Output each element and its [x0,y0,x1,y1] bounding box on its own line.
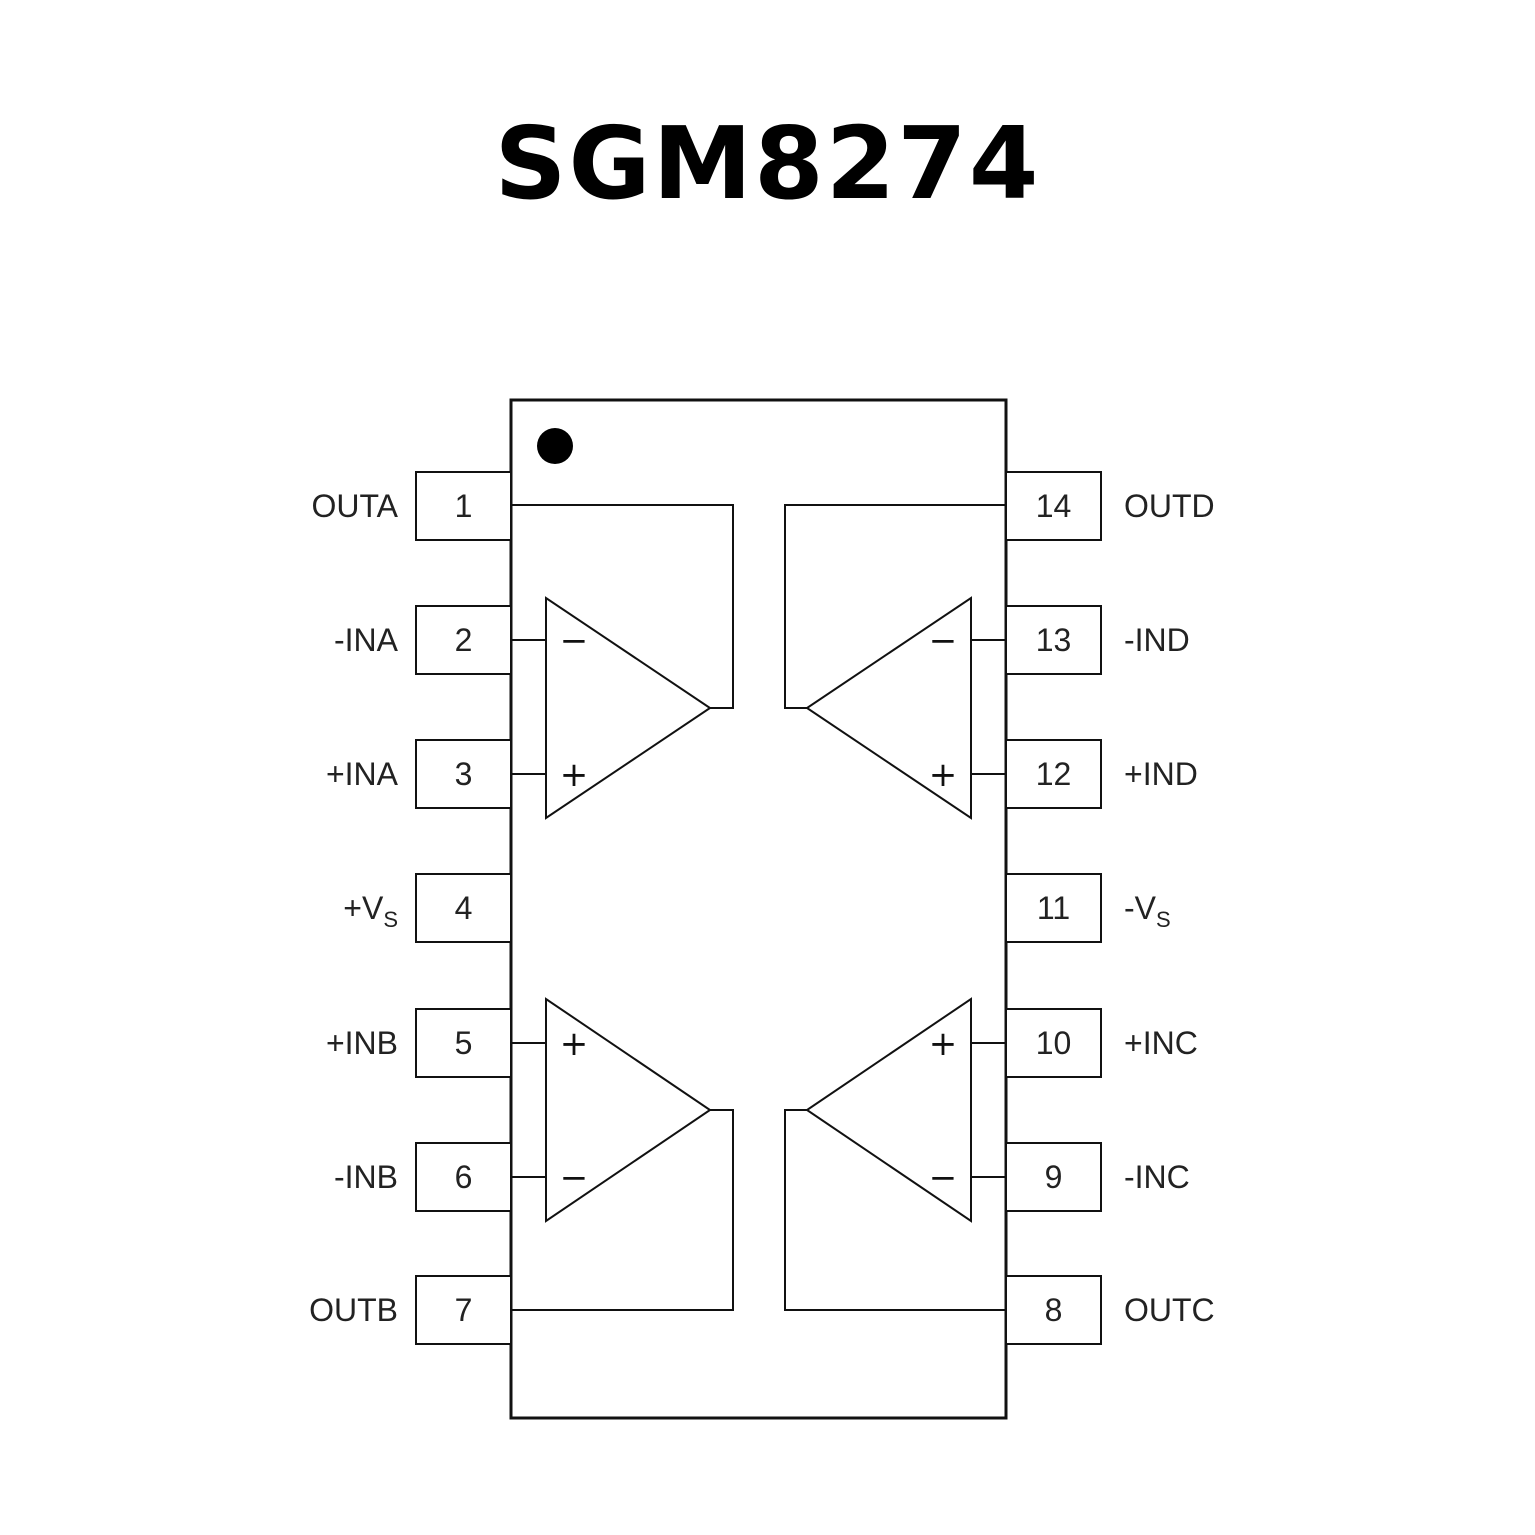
output-wire [511,1109,734,1311]
pin-number: 14 [1036,488,1072,524]
op-amp-B: +− [511,997,734,1311]
pin-label: OUTB [309,1292,398,1328]
input-sign: − [560,1158,589,1198]
pin-4: 4 +VS [343,873,512,943]
pin-9: 9 -INC [1005,1142,1190,1212]
pin-label: -IND [1124,622,1190,658]
pin-label: -INC [1124,1159,1190,1195]
pin-number: 8 [1045,1292,1063,1328]
pin-box [1005,1008,1102,1078]
pin-number: 5 [455,1025,473,1061]
pin-10: 10 +INC [1005,1008,1198,1078]
chip-body [509,398,1008,1420]
pin-8: 8 OUTC [1005,1275,1215,1345]
pin-label: -INA [334,622,399,658]
op-amp-triangle [545,997,712,1223]
op-amp-triangle [805,596,972,820]
pin-label: +INC [1124,1025,1198,1061]
pin-box [415,471,512,541]
pin-number: 1 [455,488,473,524]
pin-number: 2 [455,622,473,658]
pin-13: 13 -IND [1005,605,1190,675]
pin-number: 7 [455,1292,473,1328]
pin-14: 14 OUTD [1005,471,1215,541]
pin-box [1005,873,1102,943]
pin-2: 2 -INA [334,605,512,675]
pin-label: +VS [343,890,398,932]
pin-number: 4 [455,890,473,926]
pin-number: 3 [455,756,473,792]
input-sign: + [929,1024,958,1064]
pin-box [415,1008,512,1078]
input-sign: − [929,1158,958,1198]
op-amp-triangle [545,596,712,820]
pin-number: 10 [1036,1025,1072,1061]
op-amp-C: +− [784,997,1006,1311]
pin-5: 5 +INB [326,1008,512,1078]
input-sign: + [560,755,589,795]
pin-label: OUTA [311,488,398,524]
op-amp-A: −+ [511,504,734,820]
pin-box [415,739,512,809]
output-wire [511,504,734,709]
pin-number: 12 [1036,756,1072,792]
pin-box [1005,1275,1102,1345]
input-sign: + [560,1024,589,1064]
output-wire [784,1109,1006,1311]
pin-label: +INB [326,1025,398,1061]
pin-number: 11 [1037,890,1070,926]
pin-box [415,605,512,675]
pin-box [415,873,512,943]
pin-label: +IND [1124,756,1198,792]
pin-6: 6 -INB [334,1142,512,1212]
pin-box [415,1142,512,1212]
pin-3: 3 +INA [326,739,512,809]
chip-title: SGM8274 [494,105,1041,222]
op-amp-D: −+ [784,504,1006,820]
pin-label: OUTD [1124,488,1215,524]
pin-number: 6 [455,1159,473,1195]
pin-12: 12 +IND [1005,739,1198,809]
input-sign: + [929,755,958,795]
pin1-marker-dot [537,428,573,464]
pin-label: -VS [1124,890,1171,932]
output-wire [784,504,1006,709]
pin-number: 9 [1045,1159,1063,1195]
pin-label: OUTC [1124,1292,1215,1328]
input-sign: − [929,621,958,661]
pin-7: 7 OUTB [309,1275,512,1345]
pin-number: 13 [1036,622,1072,658]
input-sign: − [560,621,589,661]
pin-label: -INB [334,1159,398,1195]
pin-1: 1 OUTA [311,471,512,541]
pin-label: +INA [326,756,399,792]
pin-11: 11 -VS [1005,873,1171,943]
op-amp-triangle [805,997,972,1223]
